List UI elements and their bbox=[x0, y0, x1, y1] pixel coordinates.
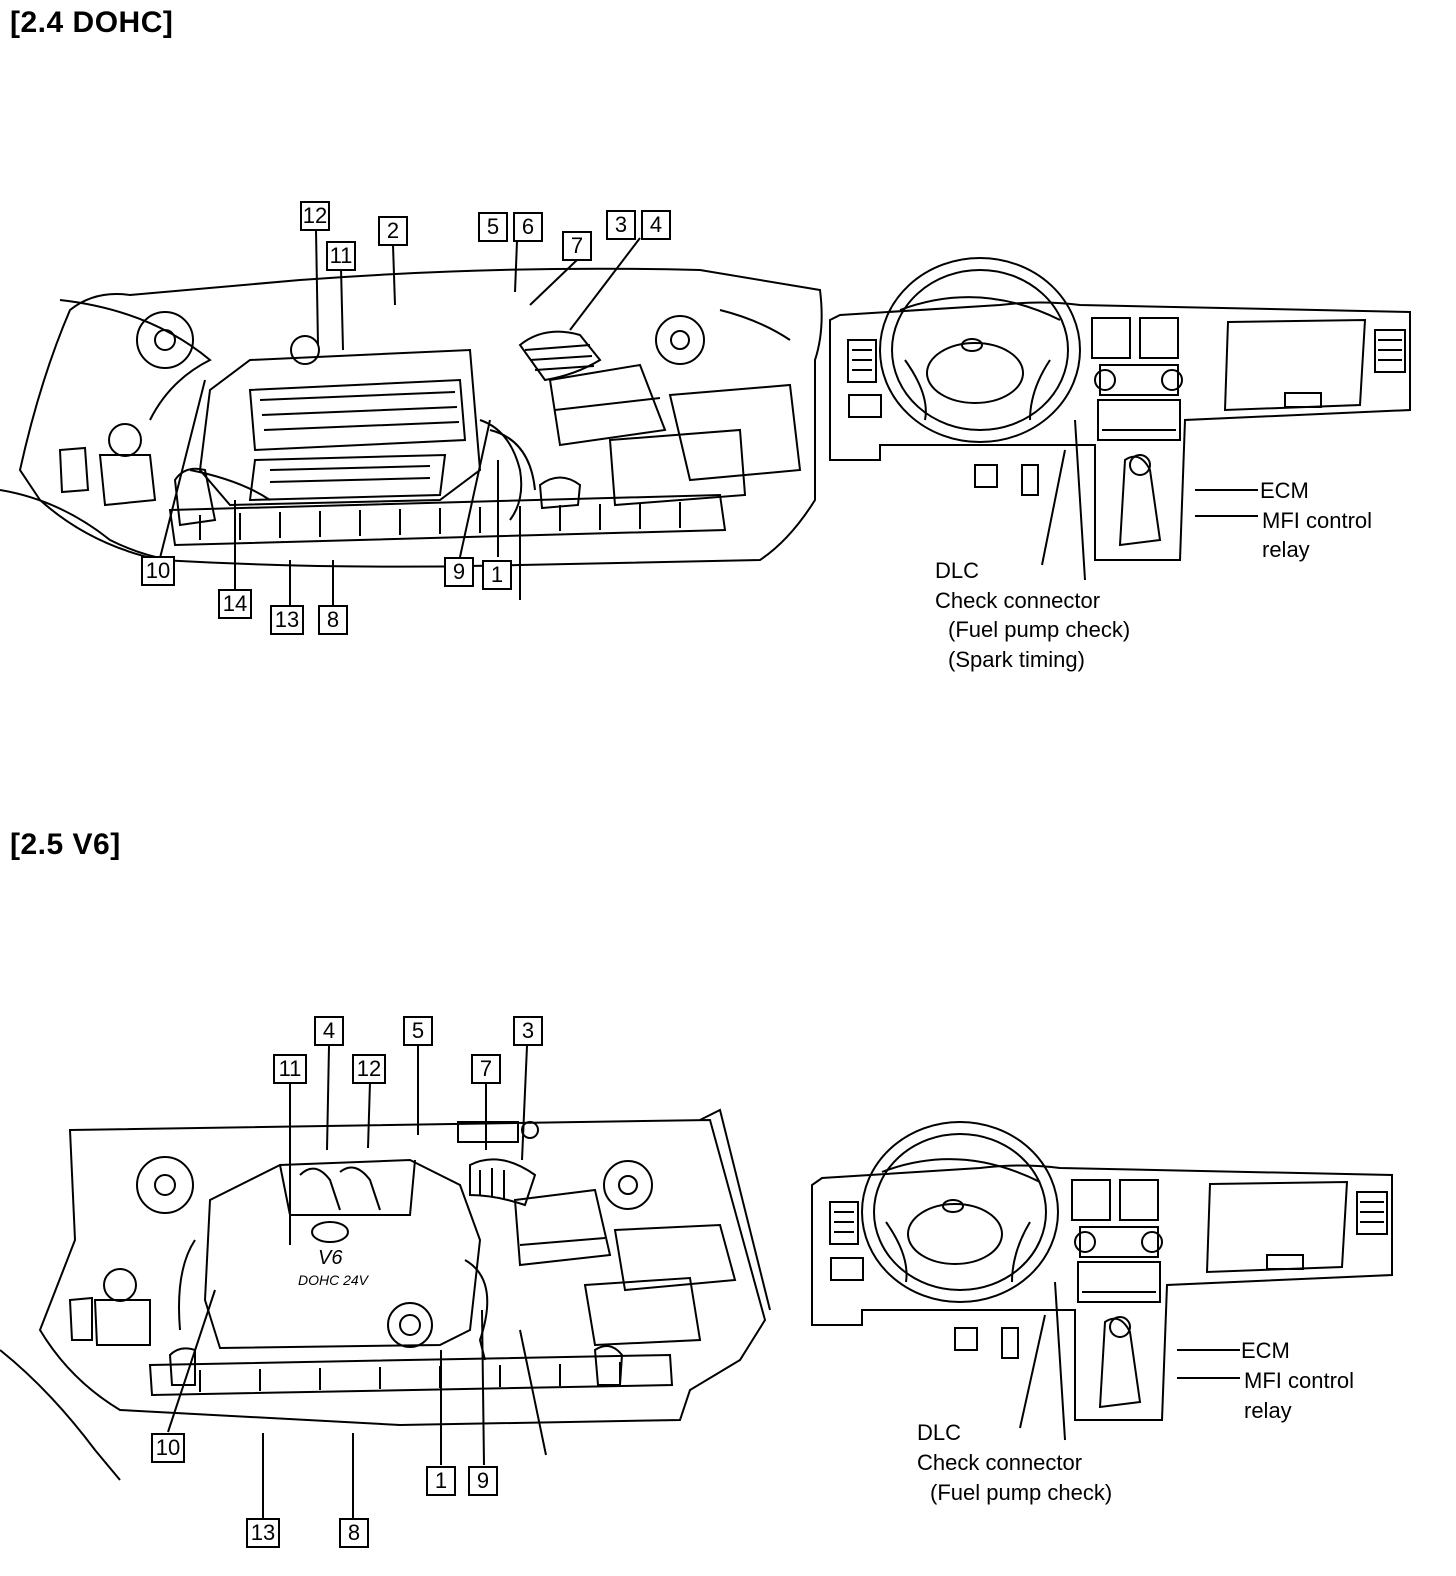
callout-6: 6 bbox=[513, 212, 543, 242]
fuel-pump-check-label: (Fuel pump check) bbox=[930, 1480, 1113, 1505]
callout-9: 9 bbox=[468, 1466, 498, 1496]
callout-8: 8 bbox=[339, 1518, 369, 1548]
callout-3: 3 bbox=[513, 1016, 543, 1046]
callout-8: 8 bbox=[318, 605, 348, 635]
callout-1: 1 bbox=[426, 1466, 456, 1496]
callout-7: 7 bbox=[471, 1054, 501, 1084]
callout-9: 9 bbox=[444, 557, 474, 587]
ecm-label: ECM bbox=[1260, 478, 1309, 503]
spark-timing-label: (Spark timing) bbox=[948, 647, 1085, 672]
fuel-pump-check-label: (Fuel pump check) bbox=[948, 617, 1131, 642]
check-connector-label: Check connector bbox=[935, 588, 1101, 613]
callout-10: 10 bbox=[151, 1433, 185, 1463]
check-connector-label: Check connector bbox=[917, 1450, 1083, 1475]
callout-12: 12 bbox=[300, 201, 330, 231]
callout-4: 4 bbox=[314, 1016, 344, 1046]
callout-11: 11 bbox=[273, 1054, 307, 1084]
callout-5: 5 bbox=[478, 212, 508, 242]
section-title-v6: [2.5 V6] bbox=[10, 828, 121, 861]
mfi-control-relay-label-line1: MFI control bbox=[1262, 508, 1373, 533]
callout-10: 10 bbox=[141, 556, 175, 586]
callout-13: 13 bbox=[270, 605, 304, 635]
dlc-label: DLC bbox=[935, 558, 980, 583]
section-title-dohc: [2.4 DOHC] bbox=[10, 6, 174, 39]
ecm-label: ECM bbox=[1241, 1338, 1290, 1363]
callout-2: 2 bbox=[378, 216, 408, 246]
callout-1: 1 bbox=[482, 560, 512, 590]
callout-3: 3 bbox=[606, 210, 636, 240]
mfi-control-relay-label-line1: MFI control bbox=[1244, 1368, 1355, 1393]
callout-11: 11 bbox=[326, 241, 356, 271]
callout-7: 7 bbox=[562, 231, 592, 261]
callout-5: 5 bbox=[403, 1016, 433, 1046]
callout-13: 13 bbox=[246, 1518, 280, 1548]
mfi-control-relay-label-line2: relay bbox=[1244, 1398, 1292, 1423]
callout-14: 14 bbox=[218, 589, 252, 619]
mfi-control-relay-label-line2: relay bbox=[1262, 537, 1310, 562]
dlc-label: DLC bbox=[917, 1420, 962, 1445]
engine-cover-v6-text: V6 bbox=[318, 1247, 343, 1269]
callout-4: 4 bbox=[641, 210, 671, 240]
callout-12: 12 bbox=[352, 1054, 386, 1084]
engine-cover-dohc-text: DOHC 24V bbox=[298, 1272, 369, 1288]
